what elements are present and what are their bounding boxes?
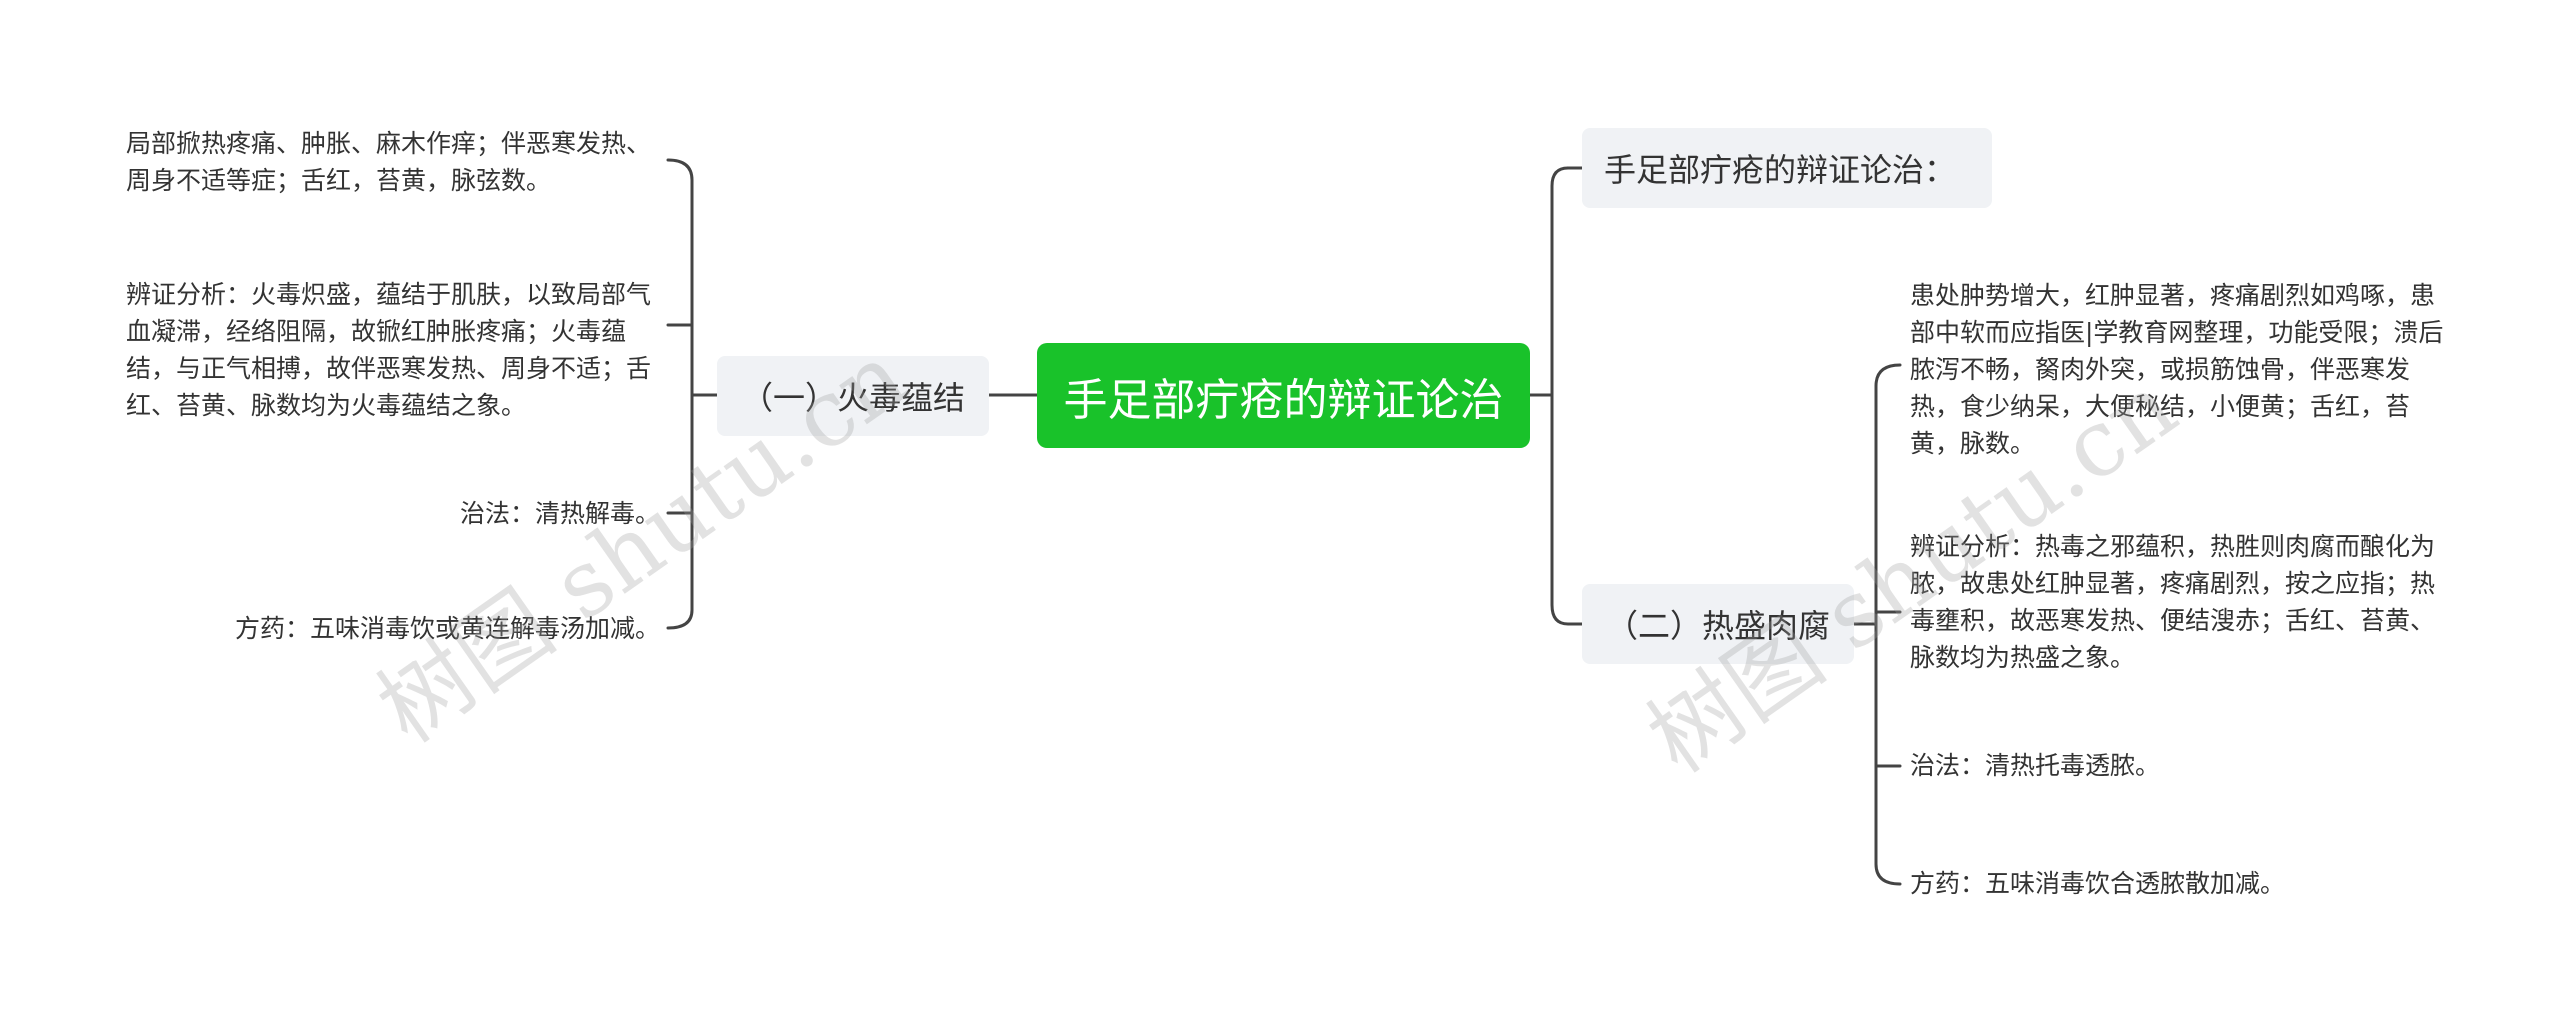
- leaf-text: 治法：清热解毒。: [459, 499, 660, 528]
- leaf-text: 辨证分析：火毒炽盛，蕴结于肌肤，以致局部气血凝滞，经络阻隔，故锨红肿胀疼痛；火毒…: [126, 280, 652, 420]
- leaf-text: 患处肿势增大，红肿显著，疼痛剧烈如鸡啄，患部中软而应指医|学教育网整理，功能受限…: [1910, 281, 2444, 458]
- right-spine: [1550, 166, 1584, 626]
- leaf-text: 局部掀热疼痛、肿胀、麻木作痒；伴恶寒发热、周身不适等症；舌红，苔黄，脉弦数。: [126, 129, 652, 195]
- branch-label: （一）火毒蕴结: [740, 379, 965, 417]
- root-title: 手足部疔疮的辩证论治: [1063, 374, 1504, 426]
- leaf-text: 治法：清热托毒透脓。: [1910, 751, 2161, 780]
- branch-heading-right[interactable]: 手足部疔疮的辩证论治：: [1582, 128, 1992, 208]
- branch-fire-toxin[interactable]: （一）火毒蕴结: [717, 356, 989, 436]
- leaf-left-analysis[interactable]: 辨证分析：火毒炽盛，蕴结于肌肤，以致局部气血凝滞，经络阻隔，故锨红肿胀疼痛；火毒…: [126, 276, 660, 424]
- right-sub-spine: [1874, 363, 1902, 886]
- branch-heat-rot[interactable]: （二）热盛肉腐: [1582, 584, 1854, 664]
- leaf-text: 方药：五味消毒饮合透脓散加减。: [1910, 869, 2286, 898]
- leaf-right-analysis[interactable]: 辨证分析：热毒之邪蕴积，热胜则肉腐而酿化为脓，故患处红肿显著，疼痛剧烈，按之应指…: [1910, 528, 2445, 676]
- leaf-right-prescription[interactable]: 方药：五味消毒饮合透脓散加减。: [1910, 865, 2445, 902]
- branch-label: （二）热盛肉腐: [1605, 607, 1830, 645]
- leaf-left-prescription[interactable]: 方药：五味消毒饮或黄连解毒汤加减。: [126, 610, 660, 647]
- leaf-right-symptoms[interactable]: 患处肿势增大，红肿显著，疼痛剧烈如鸡啄，患部中软而应指医|学教育网整理，功能受限…: [1910, 277, 2445, 462]
- branch-label: 手足部疔疮的辩证论治：: [1604, 151, 1957, 189]
- leaf-text: 辨证分析：热毒之邪蕴积，热胜则肉腐而酿化为脓，故患处红肿显著，疼痛剧烈，按之应指…: [1910, 532, 2436, 672]
- leaf-left-symptoms[interactable]: 局部掀热疼痛、肿胀、麻木作痒；伴恶寒发热、周身不适等症；舌红，苔黄，脉弦数。: [126, 125, 660, 199]
- root-node[interactable]: 手足部疔疮的辩证论治: [1037, 343, 1530, 448]
- leaf-right-treatment[interactable]: 治法：清热托毒透脓。: [1910, 747, 2445, 784]
- leaf-left-treatment[interactable]: 治法：清热解毒。: [126, 495, 660, 532]
- left-spine: [666, 158, 694, 630]
- leaf-text: 方药：五味消毒饮或黄连解毒汤加减。: [234, 614, 660, 643]
